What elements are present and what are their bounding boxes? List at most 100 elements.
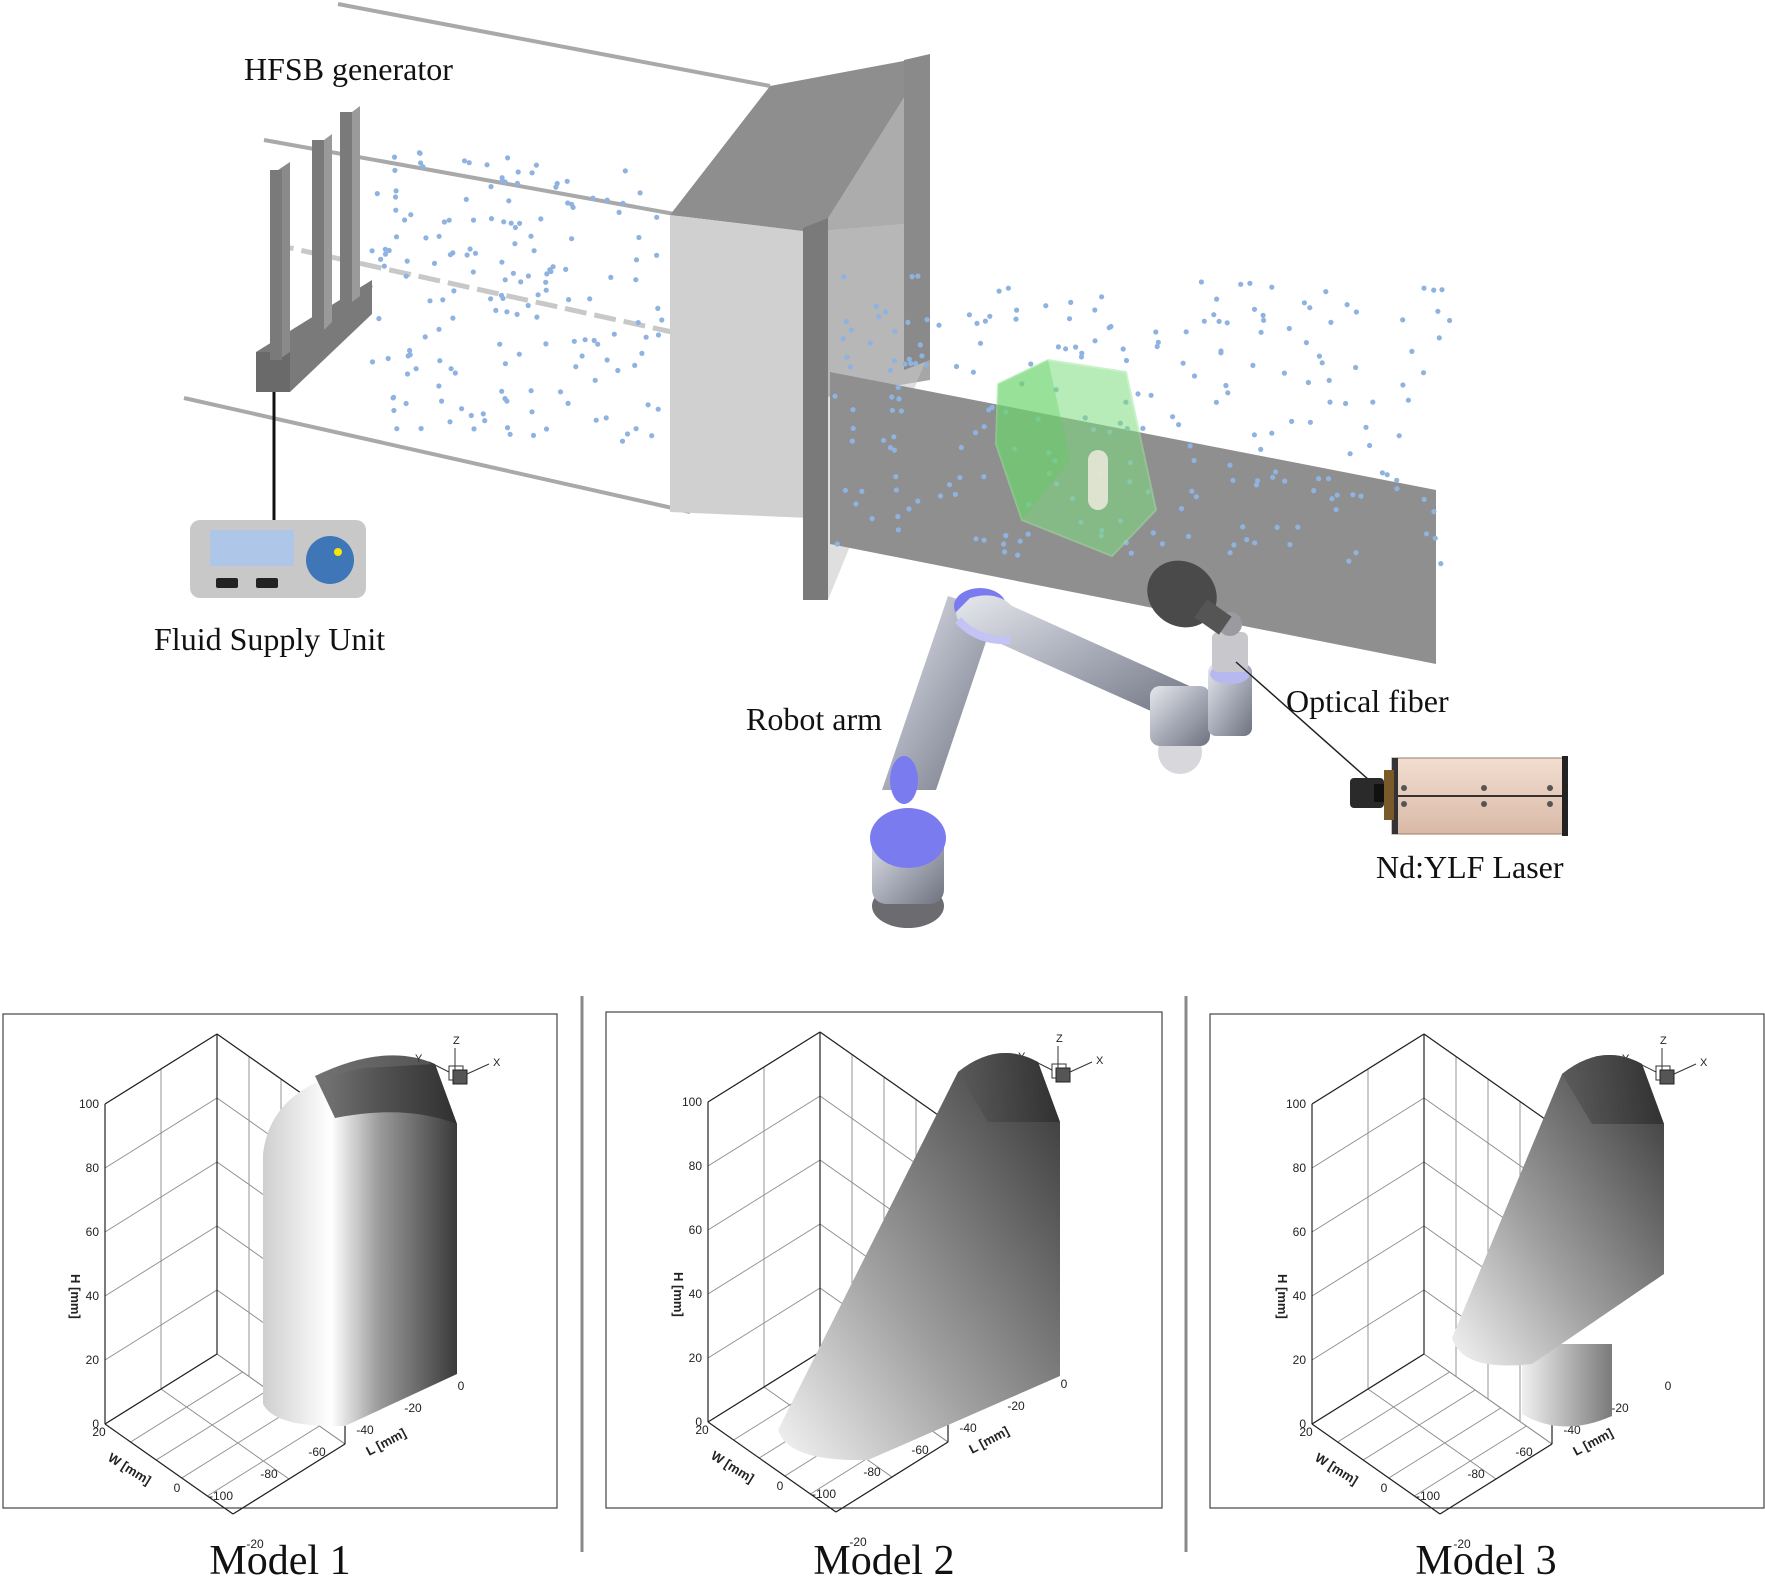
- seeding-particle: [1178, 506, 1185, 512]
- seeding-particle: [604, 197, 610, 203]
- seeding-particle: [497, 341, 503, 347]
- seeding-particle: [1353, 309, 1359, 315]
- seeding-particle: [981, 474, 987, 480]
- seeding-particle: [850, 407, 856, 413]
- seeding-particle: [514, 180, 521, 186]
- seeding-particle: [895, 527, 902, 533]
- seeding-particle: [1231, 542, 1237, 548]
- seeding-particle: [1423, 531, 1430, 537]
- seeding-particle: [1227, 462, 1233, 468]
- l-tick-label: -100: [1416, 1489, 1440, 1503]
- h-tick-label: 100: [79, 1097, 99, 1111]
- seeding-particle: [873, 303, 879, 309]
- seeding-particle: [655, 332, 662, 338]
- seeding-particle: [902, 361, 908, 367]
- seeding-particle: [422, 334, 428, 340]
- seeding-particle: [1329, 496, 1335, 502]
- seeding-particle: [582, 337, 588, 343]
- l-tick-label: -100: [209, 1489, 233, 1503]
- seeding-particle: [1347, 451, 1353, 457]
- seeding-particle: [510, 270, 516, 276]
- seeding-particle: [1191, 457, 1197, 464]
- l-tick-label: -60: [308, 1445, 326, 1459]
- seeding-particle: [529, 409, 535, 415]
- seeding-particle: [505, 155, 511, 161]
- seeding-particle: [1400, 317, 1406, 323]
- seeding-particle: [504, 425, 511, 431]
- seeding-particle: [468, 412, 474, 419]
- seeding-particle: [1001, 541, 1007, 547]
- seeding-particle: [1238, 281, 1244, 287]
- seeding-particle: [889, 407, 896, 413]
- w-tick-label: 0: [174, 1481, 181, 1495]
- seeding-particle: [986, 407, 992, 413]
- seeding-particle: [637, 190, 643, 196]
- seeding-particle: [592, 377, 598, 383]
- seeding-particle: [482, 418, 488, 424]
- seeding-particle: [535, 292, 541, 298]
- h-tick-label: 0: [695, 1415, 702, 1429]
- seeding-particle: [891, 447, 898, 453]
- seeding-particle: [404, 371, 411, 377]
- seeding-particle: [1253, 482, 1260, 488]
- seeding-particle: [423, 235, 429, 241]
- seeding-particle: [1002, 549, 1008, 555]
- seeding-particle: [1227, 550, 1233, 556]
- seeding-particle: [1251, 306, 1258, 312]
- seeding-particle: [977, 340, 984, 346]
- seeding-particle: [1185, 533, 1192, 540]
- seeding-particle: [624, 431, 631, 437]
- seeding-particle: [1005, 285, 1012, 291]
- triad-x-label: X: [1700, 1057, 1708, 1069]
- seeding-particle: [516, 351, 522, 357]
- seeding-particle: [1092, 338, 1098, 344]
- seeding-particle: [1063, 346, 1069, 352]
- seeding-particle: [616, 209, 622, 215]
- seeding-particle: [573, 364, 579, 370]
- l-tick-label: -40: [356, 1423, 374, 1437]
- seeding-particle: [1240, 524, 1246, 530]
- h-tick-label: 20: [689, 1351, 703, 1365]
- seeding-particle: [1394, 486, 1400, 492]
- seeding-particle: [1269, 430, 1275, 436]
- seeding-particle: [909, 274, 915, 280]
- seeding-particle: [1055, 344, 1061, 350]
- seeding-particle: [1244, 537, 1250, 543]
- label-robot-arm: Robot arm: [746, 701, 882, 737]
- measurement-volume: [994, 358, 1158, 558]
- seeding-particle: [1216, 318, 1222, 324]
- seeding-particle: [891, 434, 897, 440]
- seeding-particle: [973, 536, 979, 542]
- seeding-particle: [512, 241, 518, 247]
- settling-chamber-rails: [183, 2, 771, 514]
- seeding-particle: [636, 234, 642, 241]
- seeding-particle: [1183, 329, 1189, 335]
- seeding-particle: [402, 217, 408, 223]
- seeding-particle: [915, 273, 921, 279]
- seeding-particle: [1258, 446, 1264, 452]
- seeding-particle: [848, 327, 855, 333]
- seeding-particle: [1396, 433, 1402, 439]
- seeding-particle: [898, 408, 905, 414]
- seeding-particle: [544, 271, 550, 277]
- seeding-particle: [499, 259, 505, 265]
- hfsb-generator: [256, 106, 372, 520]
- seeding-particle: [893, 487, 900, 493]
- seeding-particle: [966, 312, 973, 318]
- seeding-particle: [1409, 348, 1415, 354]
- seeding-particle: [859, 488, 865, 494]
- seeding-particle: [533, 162, 540, 168]
- seeding-particle: [407, 352, 413, 358]
- l-tick-label: -100: [812, 1487, 836, 1501]
- seeding-particle: [1099, 294, 1105, 300]
- seeding-particle: [436, 326, 442, 332]
- seeding-particle: [1193, 494, 1199, 500]
- seeding-particle: [471, 426, 477, 432]
- seeding-particle: [446, 217, 452, 223]
- seeding-particle: [417, 150, 423, 156]
- seeding-particle: [436, 233, 442, 239]
- seeding-particle: [502, 361, 508, 367]
- seeding-particle: [645, 402, 651, 408]
- seeding-particle: [507, 431, 513, 437]
